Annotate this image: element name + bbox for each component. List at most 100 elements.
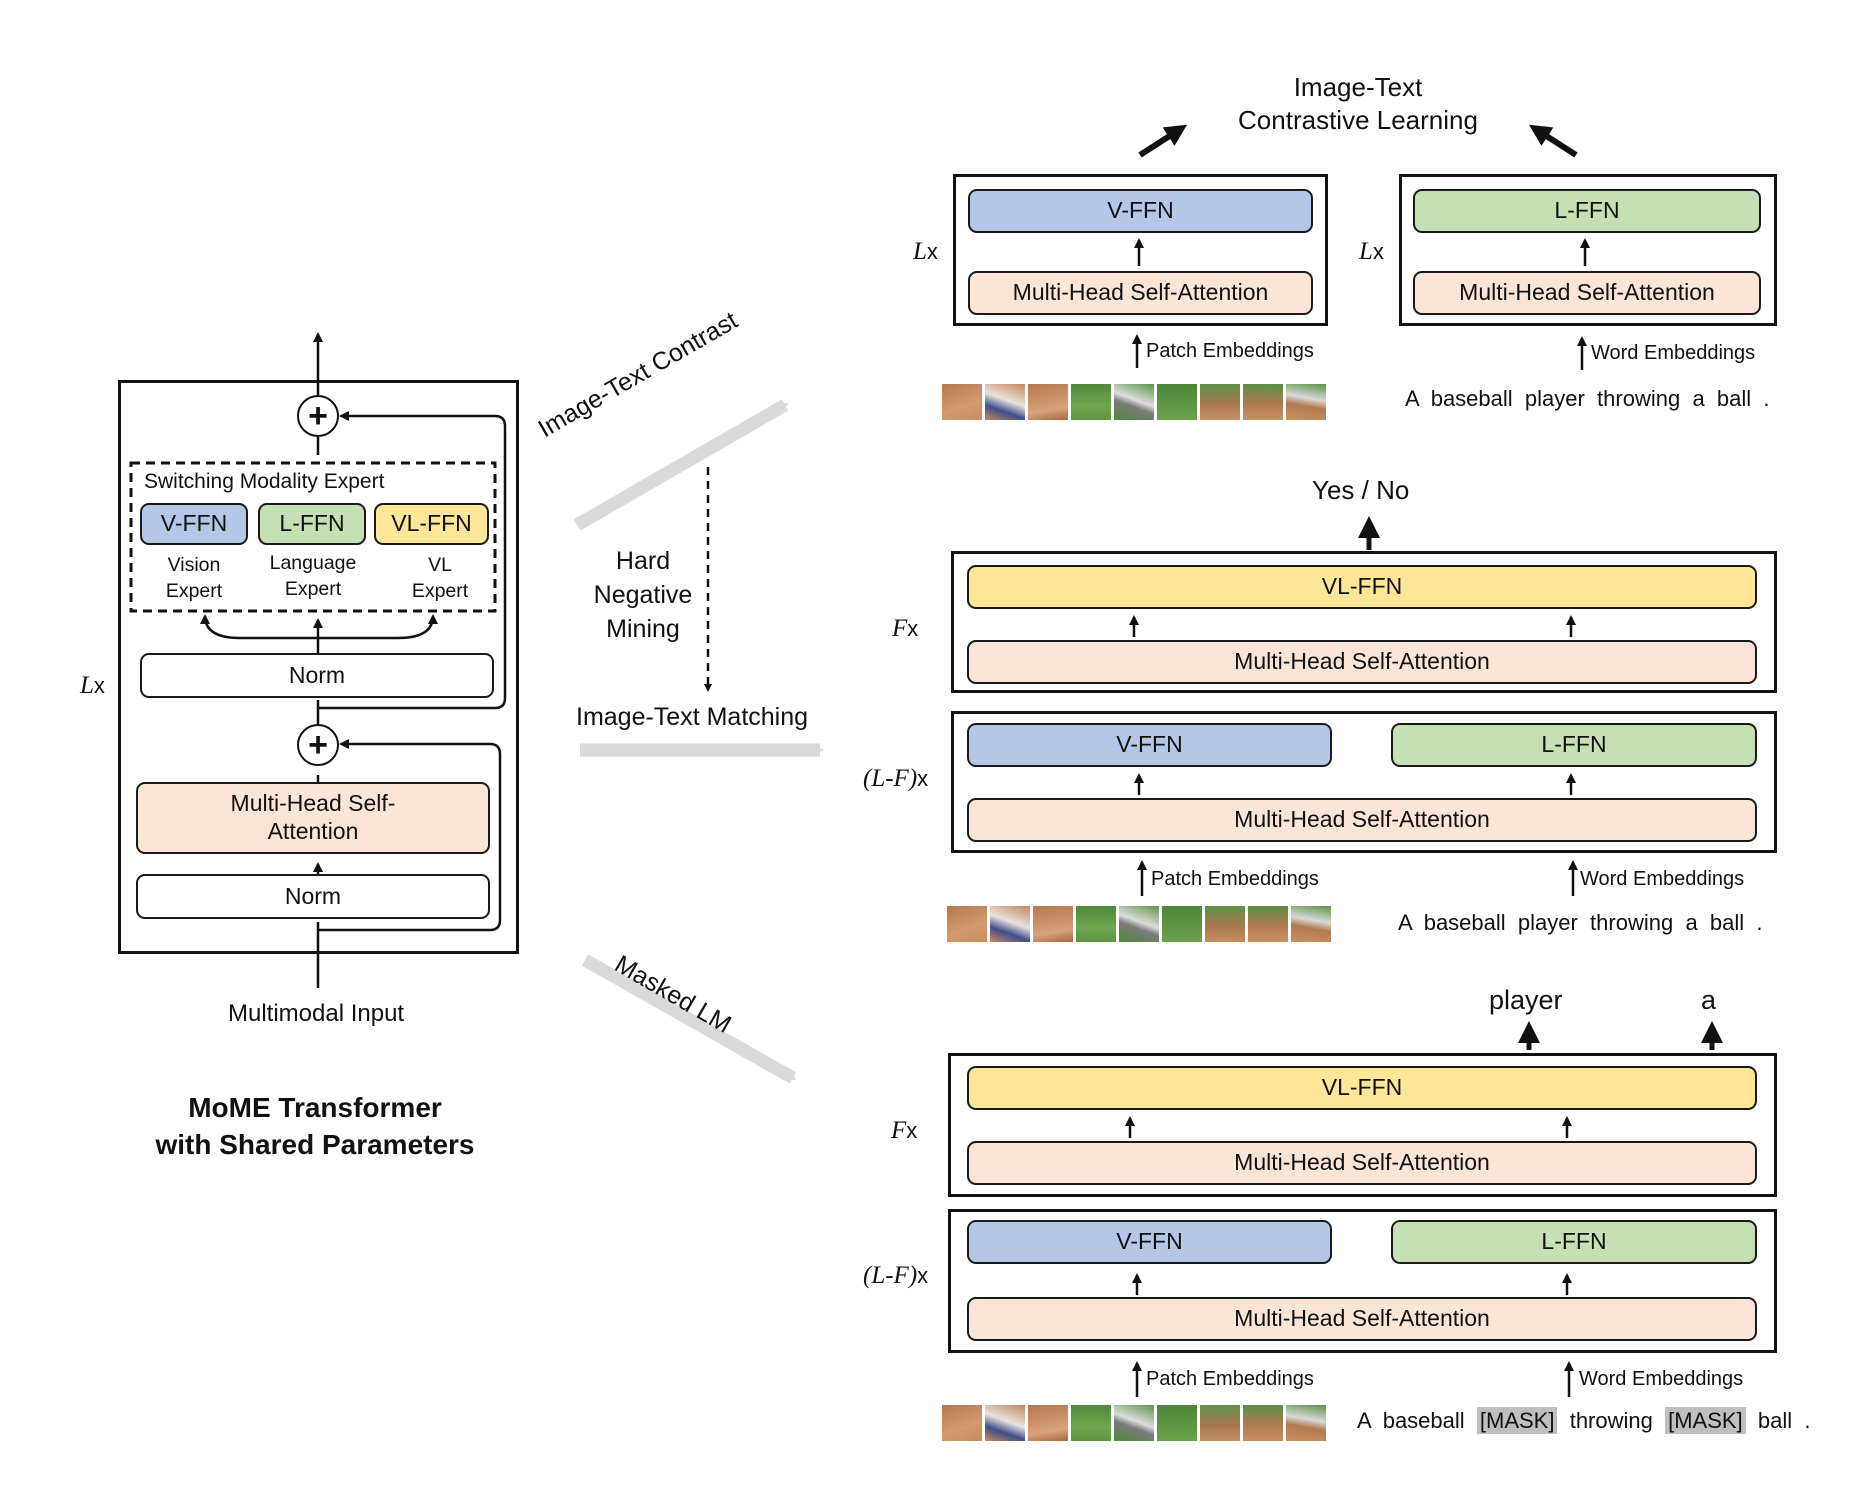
itc-output-line2: Contrastive Learning xyxy=(1238,105,1478,135)
token: baseball xyxy=(1423,910,1506,935)
token: . xyxy=(1756,910,1763,935)
times-symbol: x xyxy=(907,616,919,641)
itc-patch-emb-label: Patch Embeddings xyxy=(1146,340,1314,362)
token: A xyxy=(1357,1408,1371,1433)
image-patch xyxy=(990,906,1030,942)
left-layer-count: Lx xyxy=(80,672,105,700)
image-patch xyxy=(985,384,1025,420)
layer-symbol: L xyxy=(913,238,927,265)
modality-symbol: (L-F) xyxy=(863,765,918,792)
times-symbol: x xyxy=(1372,239,1384,264)
token: throwing xyxy=(1590,910,1674,935)
token: A xyxy=(1405,386,1419,411)
mask-token: [MASK] xyxy=(1665,1407,1746,1434)
image-patch xyxy=(1157,384,1197,420)
itm-word-emb-label: Word Embeddings xyxy=(1580,868,1745,890)
image-patch xyxy=(1114,1405,1154,1441)
itm-output: Yes / No xyxy=(1312,475,1410,505)
token: player xyxy=(1517,910,1578,935)
left-norm-bottom: Norm xyxy=(136,874,490,919)
language-expert-label: Language Expert xyxy=(269,552,357,601)
mid-arrows xyxy=(1129,615,1578,896)
mlm-l-ffn: L-FFN xyxy=(1391,1220,1757,1264)
mlm-modality-block xyxy=(948,1209,1777,1353)
left-mhsa: Multi-Head Self-Attention xyxy=(136,782,490,854)
left-v-ffn: V-FFN xyxy=(140,503,248,545)
left-main-flow xyxy=(200,332,507,988)
mlm-output-player: player xyxy=(1489,985,1563,1015)
residual-add-bottom-icon: + xyxy=(297,724,339,766)
image-patch xyxy=(1071,384,1111,420)
itc-word-emb-label: Word Embeddings xyxy=(1591,342,1756,364)
itc-sentence: A baseball player throwing a ball . xyxy=(1405,386,1770,412)
itc-l-layer-count: Lx xyxy=(1359,238,1384,266)
itm-patch-emb-label: Patch Embeddings xyxy=(1151,868,1319,890)
itc-v-mhsa: Multi-Head Self-Attention xyxy=(968,271,1313,315)
vl-expert-label: VL Expert xyxy=(411,554,469,603)
image-patch xyxy=(1248,906,1288,942)
itc-v-layer-count: Lx xyxy=(913,238,938,266)
itm-fusion-mhsa: Multi-Head Self-Attention xyxy=(967,640,1757,684)
itm-label: Image-Text Matching xyxy=(576,703,809,731)
times-symbol: x xyxy=(917,766,929,791)
itm-sentence: A baseball player throwing a ball . xyxy=(1398,910,1763,936)
token: . xyxy=(1763,386,1770,411)
switching-expert-dashed-box xyxy=(129,461,497,613)
residual-add-top-icon: + xyxy=(297,395,339,437)
itc-l-mhsa: Multi-Head Self-Attention xyxy=(1413,271,1761,315)
mlm-sentence: A baseball [MASK] throwing [MASK] ball . xyxy=(1357,1407,1811,1434)
itm-fusion-block xyxy=(951,551,1777,693)
itm-modality-block xyxy=(951,711,1777,853)
mlm-image-patches xyxy=(942,1405,1326,1441)
image-patch xyxy=(1162,906,1202,942)
image-patch xyxy=(1157,1405,1197,1441)
itc-v-ffn: V-FFN xyxy=(968,189,1313,233)
left-norm-top: Norm xyxy=(140,653,494,698)
image-patch xyxy=(1076,906,1116,942)
token: baseball xyxy=(1430,386,1513,411)
token: throwing xyxy=(1597,386,1681,411)
times-symbol: x xyxy=(906,1118,918,1143)
layer-symbol: L xyxy=(1359,238,1373,265)
itc-image-patches xyxy=(942,384,1326,420)
mlm-v-ffn: V-FFN xyxy=(967,1220,1332,1264)
image-patch xyxy=(1286,1405,1326,1441)
times-symbol: x xyxy=(917,1263,929,1288)
itc-l-ffn: L-FFN xyxy=(1413,189,1761,233)
layer-symbol: L xyxy=(80,672,94,699)
token: throwing xyxy=(1569,1408,1653,1433)
fusion-symbol: F xyxy=(892,615,908,642)
mlm-fusion-mhsa: Multi-Head Self-Attention xyxy=(967,1141,1757,1185)
itm-l-ffn: L-FFN xyxy=(1391,723,1757,767)
token: ball xyxy=(1716,386,1752,411)
token: a xyxy=(1692,386,1705,411)
itm-fusion-layer-count: Fx xyxy=(892,615,918,643)
top-arrows xyxy=(1132,238,1590,370)
itm-vl-ffn: VL-FFN xyxy=(967,565,1757,609)
times-symbol: x xyxy=(93,673,105,698)
left-vl-ffn: VL-FFN xyxy=(374,503,489,545)
hard-negative-label: Hard Negative Mining xyxy=(593,547,693,643)
token: ball xyxy=(1709,910,1745,935)
image-patch xyxy=(1200,1405,1240,1441)
image-patch xyxy=(1028,1405,1068,1441)
bottom-arrows xyxy=(1125,1116,1574,1397)
image-patch xyxy=(1114,384,1154,420)
mlm-fusion-block xyxy=(948,1053,1777,1197)
itm-v-ffn: V-FFN xyxy=(967,723,1332,767)
token: a xyxy=(1685,910,1698,935)
itm-image-patches xyxy=(947,906,1331,942)
image-patch xyxy=(1243,384,1283,420)
token: player xyxy=(1524,386,1585,411)
image-patch xyxy=(1243,1405,1283,1441)
itm-modality-layer-count: (L-F)x xyxy=(863,765,928,793)
left-transformer-frame xyxy=(118,380,519,954)
image-patch xyxy=(1286,384,1326,420)
token: . xyxy=(1804,1408,1811,1433)
itc-vision-tower xyxy=(953,174,1328,326)
itc-output-line1: Image-Text xyxy=(1293,72,1423,102)
mlm-patch-emb-label: Patch Embeddings xyxy=(1146,1368,1314,1390)
image-patch xyxy=(1291,906,1331,942)
itm-modality-mhsa: Multi-Head Self-Attention xyxy=(967,798,1757,842)
mlm-fusion-layer-count: Fx xyxy=(891,1117,917,1145)
